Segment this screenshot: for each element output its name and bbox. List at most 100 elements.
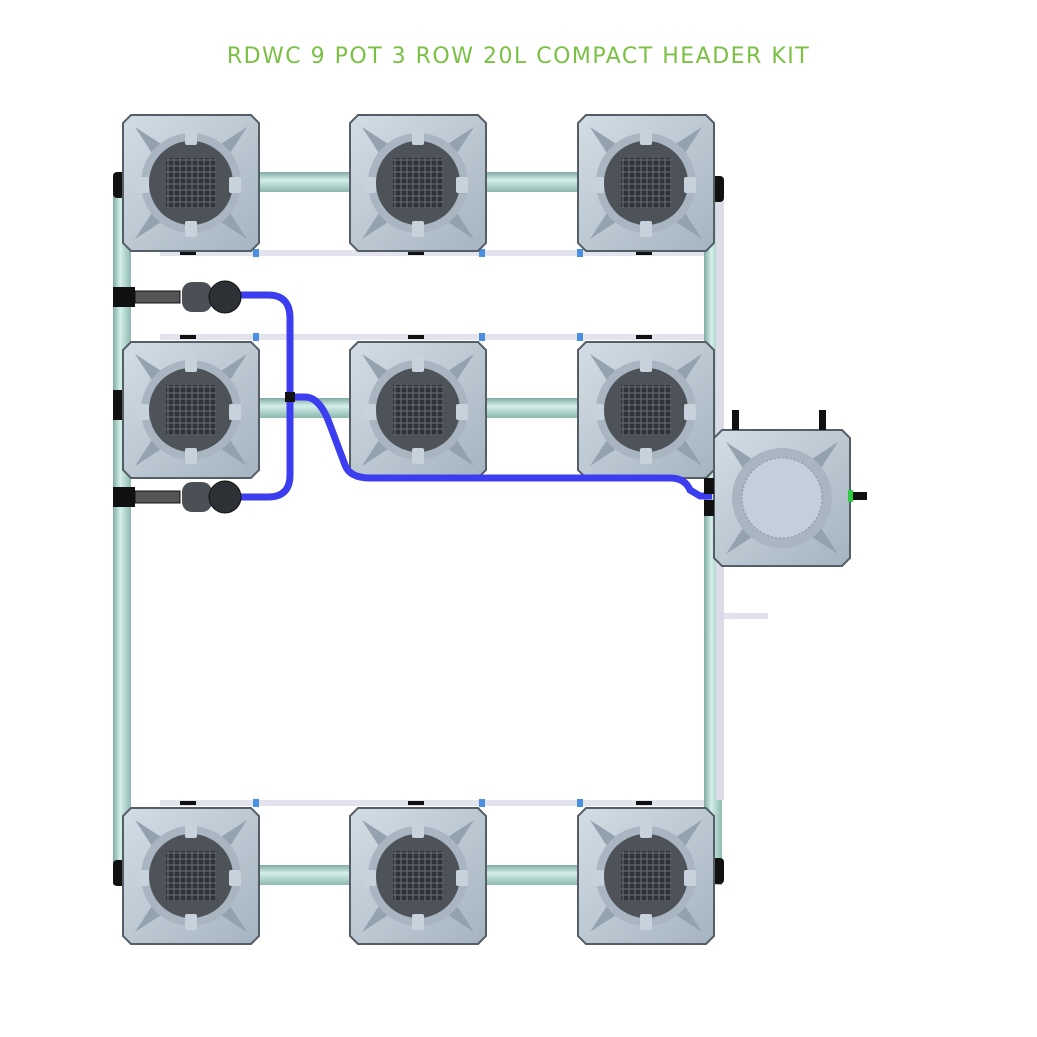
lid-tab bbox=[412, 822, 424, 838]
grow-pot bbox=[349, 341, 487, 479]
lid-tab bbox=[640, 356, 652, 372]
net-pot-mesh bbox=[621, 158, 671, 208]
pot-grid bbox=[113, 114, 867, 945]
lid-tab bbox=[412, 221, 424, 237]
net-pot-mesh bbox=[393, 158, 443, 208]
lid-tab bbox=[229, 404, 241, 420]
diagram-title: RDWC 9 POT 3 ROW 20L COMPACT HEADER KIT bbox=[226, 44, 811, 69]
reservoir bbox=[713, 429, 851, 567]
tube-clip bbox=[180, 801, 196, 805]
lid-tab bbox=[185, 356, 197, 372]
lid-tab bbox=[640, 221, 652, 237]
lid-tab bbox=[592, 404, 604, 420]
hose-connector bbox=[704, 500, 714, 516]
pump-body bbox=[182, 482, 212, 512]
tube-clip bbox=[636, 251, 652, 255]
pump-connector bbox=[113, 487, 135, 507]
lid-tab bbox=[412, 914, 424, 930]
drain-tube bbox=[715, 613, 768, 619]
header-hose bbox=[290, 393, 712, 500]
grow-pot bbox=[122, 341, 260, 479]
lid-tab bbox=[364, 870, 376, 886]
lid-tab bbox=[185, 448, 197, 464]
net-pot-mesh bbox=[621, 851, 671, 901]
tube-fitting bbox=[253, 333, 259, 341]
reservoir-lid bbox=[741, 457, 823, 539]
left-return-pipe bbox=[113, 175, 131, 885]
pump-connector bbox=[113, 287, 135, 307]
lid-tab bbox=[412, 129, 424, 145]
lid-tab bbox=[364, 404, 376, 420]
tube-fitting bbox=[479, 333, 485, 341]
pipework bbox=[113, 172, 768, 886]
lid-tab bbox=[456, 404, 468, 420]
lid-tab bbox=[229, 870, 241, 886]
pump bbox=[113, 280, 242, 314]
air-pump-hoses bbox=[240, 291, 714, 516]
net-pot-mesh bbox=[393, 851, 443, 901]
tube-fitting bbox=[577, 799, 583, 807]
pipe-tee bbox=[113, 390, 123, 420]
tube-fitting bbox=[479, 249, 485, 257]
feed-tube bbox=[160, 334, 715, 340]
lid-tab bbox=[185, 822, 197, 838]
net-pot-mesh bbox=[166, 851, 216, 901]
tube-clip bbox=[408, 801, 424, 805]
outlet-valve-cap bbox=[853, 492, 867, 500]
lid-tab bbox=[229, 177, 241, 193]
lid-tab bbox=[684, 404, 696, 420]
reservoir-port bbox=[732, 410, 739, 430]
tube-clip bbox=[408, 335, 424, 339]
lid-tab bbox=[592, 177, 604, 193]
lid-tab bbox=[364, 177, 376, 193]
feed-tube bbox=[160, 250, 715, 256]
tube-fitting bbox=[479, 799, 485, 807]
grow-pot bbox=[349, 807, 487, 945]
pump-body bbox=[182, 282, 212, 312]
grow-pot bbox=[577, 341, 715, 479]
net-pot-mesh bbox=[166, 385, 216, 435]
grow-pot bbox=[349, 114, 487, 252]
tube-fitting bbox=[253, 249, 259, 257]
pump-head bbox=[208, 480, 242, 514]
pump bbox=[113, 480, 242, 514]
outlet-valve bbox=[848, 490, 853, 502]
lid-tab bbox=[412, 356, 424, 372]
hose-connector bbox=[704, 478, 714, 494]
hose-tee bbox=[285, 392, 295, 402]
tube-fitting bbox=[253, 799, 259, 807]
lid-tab bbox=[684, 177, 696, 193]
reservoir-port bbox=[819, 410, 826, 430]
tube-clip bbox=[636, 801, 652, 805]
tube-clip bbox=[408, 251, 424, 255]
tube-fitting bbox=[577, 333, 583, 341]
pump-head bbox=[208, 280, 242, 314]
lid-tab bbox=[592, 870, 604, 886]
pump-fitting bbox=[134, 490, 181, 504]
pump-fitting bbox=[134, 290, 181, 304]
lid-tab bbox=[137, 870, 149, 886]
tube-clip bbox=[636, 335, 652, 339]
lid-tab bbox=[640, 822, 652, 838]
grow-pot bbox=[122, 807, 260, 945]
net-pot-mesh bbox=[621, 385, 671, 435]
net-pot-mesh bbox=[393, 385, 443, 435]
tube-clip bbox=[180, 335, 196, 339]
lid-tab bbox=[185, 221, 197, 237]
grow-pot bbox=[577, 807, 715, 945]
grow-pot bbox=[577, 114, 715, 252]
lid-tab bbox=[640, 914, 652, 930]
lid-tab bbox=[640, 129, 652, 145]
feed-tube bbox=[160, 800, 715, 806]
tube-fitting bbox=[577, 249, 583, 257]
lid-tab bbox=[137, 404, 149, 420]
lid-tab bbox=[684, 870, 696, 886]
lid-tab bbox=[412, 448, 424, 464]
lid-tab bbox=[456, 870, 468, 886]
lid-tab bbox=[185, 914, 197, 930]
tube-clip bbox=[180, 251, 196, 255]
lid-tab bbox=[456, 177, 468, 193]
lid-tab bbox=[185, 129, 197, 145]
grow-pot bbox=[122, 114, 260, 252]
